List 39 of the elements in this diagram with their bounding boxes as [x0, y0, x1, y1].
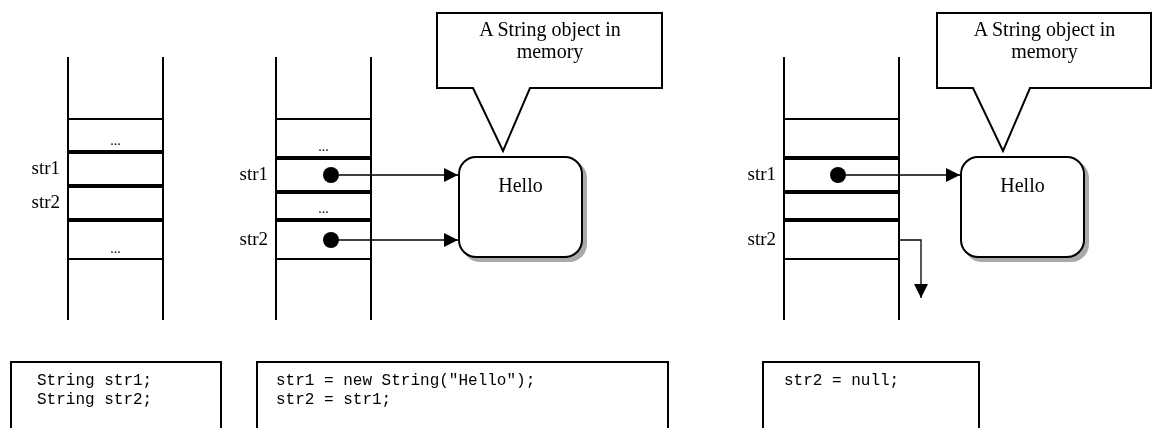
- arrow: [898, 239, 928, 299]
- stack-slot: [68, 152, 163, 186]
- callout-balloon: [936, 12, 1153, 153]
- variable-name: str2: [31, 191, 60, 213]
- arrow: [338, 168, 459, 182]
- variable-name: str2: [747, 228, 776, 250]
- stack-slot: [784, 118, 899, 158]
- callout-balloon: [436, 12, 664, 153]
- code-text: String str1; String str2;: [37, 372, 154, 410]
- ellipsis-text: ...: [109, 242, 122, 256]
- arrow: [338, 233, 459, 247]
- variable-name: str2: [239, 228, 268, 250]
- stack-slot: [276, 158, 371, 192]
- stack-slot: [276, 118, 371, 158]
- reference-dot: [323, 232, 339, 248]
- code-box: [762, 361, 980, 428]
- ellipsis-text: ...: [109, 134, 122, 148]
- variable-name: str1: [747, 163, 776, 185]
- code-text: str1 = new String("Hello"); str2 = str1;: [276, 372, 537, 410]
- reference-dot: [830, 167, 846, 183]
- stack-slot: [276, 220, 371, 260]
- arrow: [845, 168, 961, 182]
- variable-name: str1: [239, 163, 268, 185]
- reference-dot: [323, 167, 339, 183]
- stack-slot: [276, 192, 371, 220]
- code-box: [256, 361, 669, 428]
- stack-slot: [784, 220, 899, 260]
- callout-text: A String object in memory: [478, 18, 622, 62]
- variable-name: str1: [31, 157, 60, 179]
- stack-slot: [68, 118, 163, 152]
- code-box: [10, 361, 222, 428]
- stack-slot: [68, 186, 163, 220]
- stack-slot: [784, 192, 899, 220]
- code-text: str2 = null;: [784, 372, 900, 391]
- callout-text: A String object in memory: [972, 18, 1117, 62]
- ellipsis-text: ...: [317, 140, 330, 154]
- stack-slot: [68, 220, 163, 260]
- ellipsis-text: ...: [317, 202, 330, 216]
- stack-slot: [784, 158, 899, 192]
